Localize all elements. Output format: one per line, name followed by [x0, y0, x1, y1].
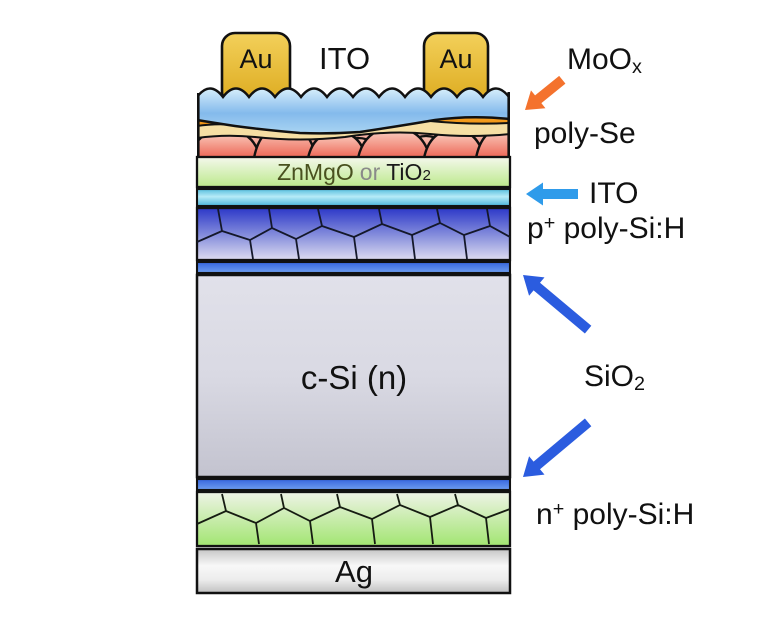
moox-label: MoOx — [567, 43, 642, 79]
tio2-text: TiO — [386, 158, 423, 185]
au-right-label: Au — [439, 43, 473, 74]
stack-side-edges — [197, 92, 510, 157]
n-poly-si-label: n+ poly-Si:H — [536, 498, 695, 531]
ito-wavy-layer — [197, 87, 510, 135]
sio2-layer-top — [195, 260, 512, 275]
ag-layer — [195, 547, 512, 595]
c-si-layer — [195, 273, 512, 479]
c-si-label: c-Si (n) — [300, 358, 408, 396]
sio2-arrow-lower — [523, 418, 592, 477]
ag-label: Ag — [335, 553, 373, 589]
or-text: or — [359, 158, 381, 185]
ito-arrow — [526, 182, 578, 206]
p-poly-si-label: p+ poly-Si:H — [527, 212, 686, 245]
p-poly-grain-boundaries — [196, 208, 511, 260]
ito-top-label: ITO — [319, 41, 371, 76]
znmgo-tio2-layer — [195, 155, 512, 189]
sio2-label: SiO2 — [584, 360, 646, 396]
tio2-subscript: 2 — [422, 166, 431, 184]
ito-layer — [195, 187, 512, 208]
n-poly-grain-boundaries — [196, 493, 511, 545]
sio2-arrow-upper — [523, 275, 592, 334]
p-poly-si-layer — [195, 206, 512, 262]
poly-se-label: poly-Se — [534, 117, 636, 150]
znmgo-text: ZnMgO — [277, 158, 354, 185]
sio2-layer-bottom — [195, 477, 512, 492]
ito-right-label: ITO — [589, 177, 639, 210]
au-left-label: Au — [239, 43, 273, 74]
moox-arrow — [525, 75, 566, 110]
